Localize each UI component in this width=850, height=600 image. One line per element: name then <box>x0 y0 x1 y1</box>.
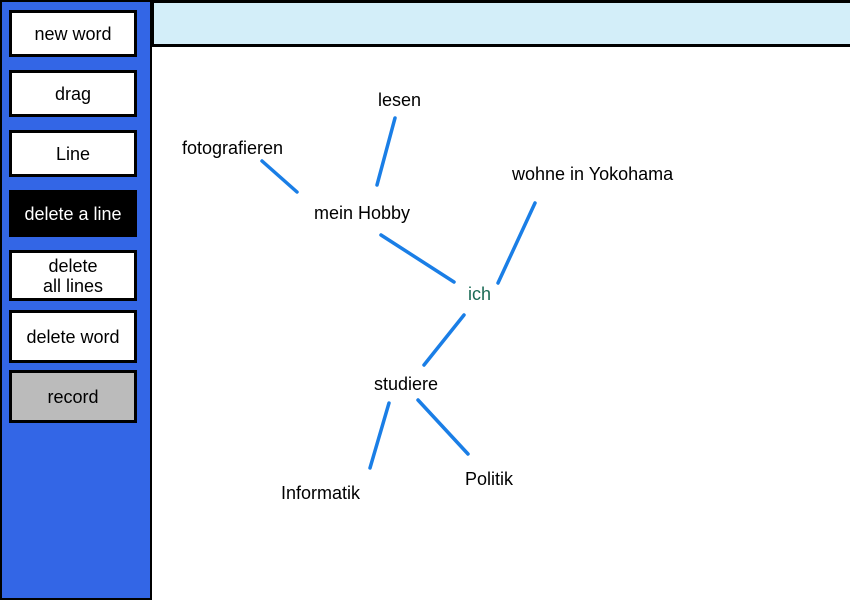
drag-button[interactable]: drag <box>9 70 137 117</box>
tool-sidebar: new word drag Line delete a line delete … <box>0 0 152 600</box>
word-politik[interactable]: Politik <box>465 469 514 489</box>
new-word-button[interactable]: new word <box>9 10 137 57</box>
record-button[interactable]: record <box>9 370 137 423</box>
word-mein-hobby[interactable]: mein Hobby <box>314 203 411 223</box>
word-ich-center[interactable]: ich <box>468 284 492 304</box>
line-ich-studiere[interactable] <box>422 313 466 367</box>
line-button[interactable]: Line <box>9 130 137 177</box>
delete-all-lines-button[interactable]: delete all lines <box>9 250 137 301</box>
word-informatik[interactable]: Informatik <box>281 483 361 503</box>
connection-lines-layer <box>260 116 537 470</box>
line-studiere-informatik[interactable] <box>368 401 391 470</box>
word-wohne-in-yokohama[interactable]: wohne in Yokohama <box>512 164 674 184</box>
line-wohne-ich[interactable] <box>496 201 537 285</box>
mindmap-canvas[interactable]: lesen fotografieren wohne in Yokohama me… <box>152 51 850 600</box>
line-hobby-ich[interactable] <box>379 233 456 284</box>
delete-line-button[interactable]: delete a line <box>9 190 137 237</box>
delete-word-button[interactable]: delete word <box>9 310 137 363</box>
word-studiere[interactable]: studiere <box>374 374 439 394</box>
word-fotografieren[interactable]: fotografieren <box>182 138 284 158</box>
line-lesen-hobby[interactable] <box>375 116 397 187</box>
line-foto-hobby[interactable] <box>260 159 299 194</box>
top-bar <box>152 0 850 47</box>
word-lesen[interactable]: lesen <box>378 90 422 110</box>
line-studiere-politik[interactable] <box>416 398 470 456</box>
